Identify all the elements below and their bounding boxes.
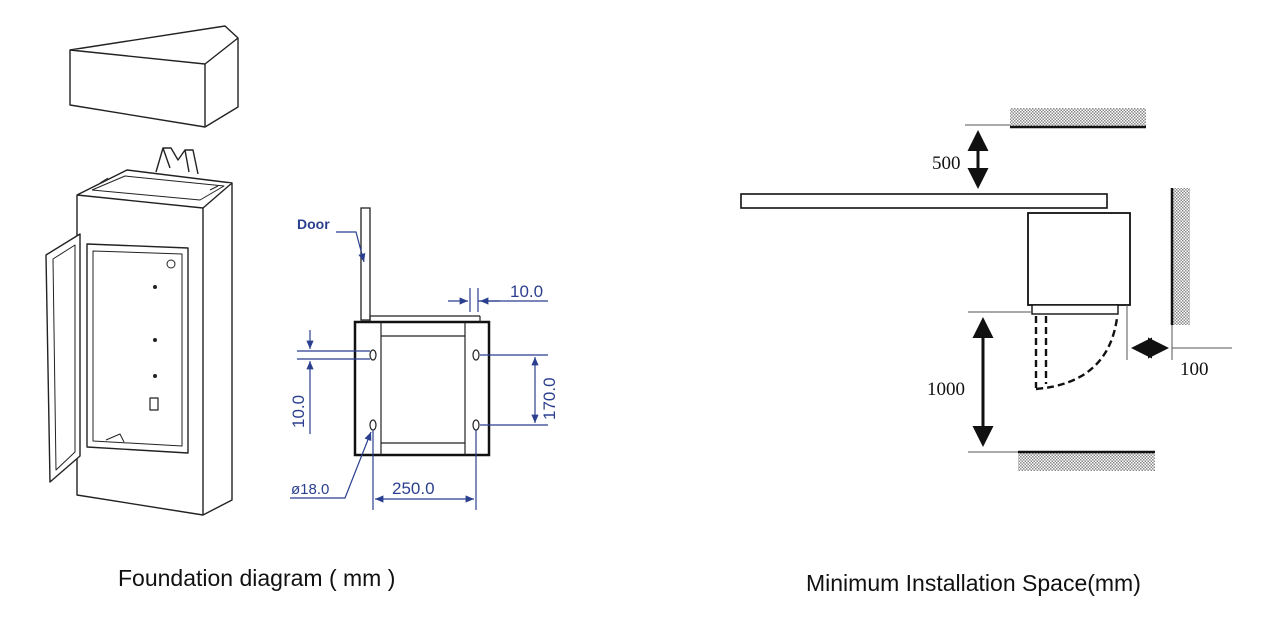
dim-hole: ø18.0 <box>291 481 329 498</box>
foundation-plan: Door 10.0 10.0 170.0 250.0 ø18.0 <box>289 207 559 510</box>
dim-clearance-top: 500 <box>932 153 961 174</box>
cabinet-top-view <box>1027 212 1131 306</box>
cabinet-door-edge <box>1031 304 1119 315</box>
mount-hole <box>369 419 377 431</box>
door-bar <box>360 207 371 321</box>
caption-foundation: Foundation diagram ( mm ) <box>118 565 396 591</box>
dim-top-right: 10.0 <box>510 282 543 301</box>
dim-clearance-front: 1000 <box>927 379 965 400</box>
dim-bottom: 250.0 <box>392 479 435 498</box>
cabinet-lid <box>69 25 239 128</box>
overhead-bar <box>740 193 1108 209</box>
mount-hole <box>369 349 377 361</box>
installation-space-diagram: 500 1000 100 <box>740 108 1232 471</box>
cabinet-body <box>76 169 233 516</box>
lifting-bracket <box>155 147 199 175</box>
dim-left-vertical: 10.0 <box>289 395 308 428</box>
door-swing <box>1034 316 1119 391</box>
dim-clearance-side: 100 <box>1180 359 1209 380</box>
mount-hole <box>472 349 480 361</box>
mount-hole <box>472 419 480 431</box>
wall-bottom <box>1018 452 1155 471</box>
wall-right <box>1172 188 1190 325</box>
caption-installation-space: Minimum Installation Space(mm) <box>806 570 1141 596</box>
cabinet-illustration <box>45 25 239 516</box>
wall-top <box>1010 108 1146 127</box>
foundation-frame <box>353 320 491 457</box>
dim-right-vertical: 170.0 <box>540 377 559 420</box>
cabinet-door <box>45 233 81 483</box>
door-label: Door <box>297 216 330 232</box>
